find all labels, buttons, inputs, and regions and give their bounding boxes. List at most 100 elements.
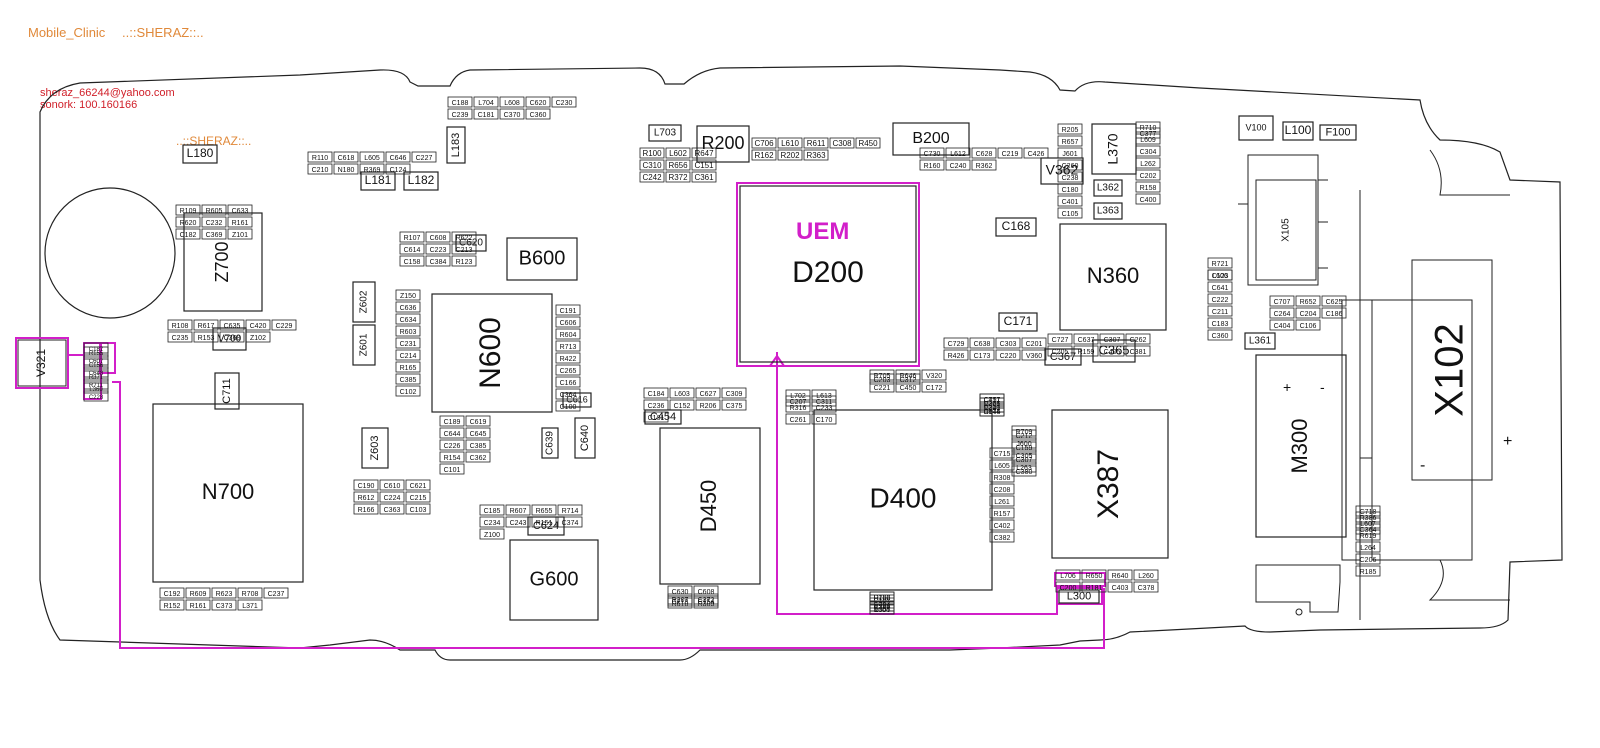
- passive-c159: C159: [1011, 441, 1037, 453]
- passive-label: C312: [900, 377, 917, 384]
- component-label: L181: [365, 173, 392, 187]
- passive-body: [669, 399, 695, 411]
- passive-body: [989, 471, 1015, 483]
- component-l181: L181: [360, 171, 396, 191]
- passive-label: R605: [206, 208, 223, 215]
- passive-c224: C224: [379, 491, 405, 503]
- passive-label: R162: [754, 151, 774, 160]
- passive-label: L604: [874, 607, 890, 614]
- passive-body: [1057, 147, 1083, 159]
- passive-r110: R110: [307, 151, 333, 163]
- passive-body: [245, 331, 271, 343]
- passive-r371: R371: [83, 370, 109, 382]
- passive-r710: R710: [1135, 121, 1161, 133]
- passive-l602: L602: [665, 147, 691, 159]
- passive-label: C238: [1062, 175, 1079, 182]
- passive-label: C621: [410, 483, 427, 490]
- passive-r713: R713: [555, 340, 581, 352]
- component-x105: X105: [1255, 179, 1317, 281]
- passive-label: C400: [1140, 197, 1157, 204]
- passive-l261: L261: [989, 495, 1015, 507]
- passive-body: [811, 401, 837, 413]
- passive-label: C203: [874, 377, 891, 384]
- passive-body: [237, 599, 263, 611]
- passive-label: C402: [994, 523, 1011, 530]
- component-label: Z603: [369, 435, 381, 460]
- passive-c236: C236: [643, 399, 669, 411]
- passive-r100: R100: [639, 147, 665, 159]
- passive-c212: C212: [1011, 429, 1037, 441]
- passive-label: C151: [694, 161, 714, 170]
- passive-label: R161: [232, 220, 249, 227]
- passive-label: C405: [1104, 349, 1121, 356]
- passive-body: [1055, 581, 1081, 593]
- passive-r422: R422: [555, 352, 581, 364]
- passive-label: C382: [994, 535, 1011, 542]
- component-z602: Z602: [352, 281, 376, 323]
- passive-label: C307: [1104, 337, 1121, 344]
- passive-c211: C211: [1207, 305, 1233, 317]
- component-label: C640: [579, 425, 591, 451]
- polarity-sign: -: [1420, 457, 1425, 474]
- passive-c166: C166: [555, 376, 581, 388]
- passive-label: N180: [338, 167, 355, 174]
- passive-r316: R316: [785, 401, 811, 413]
- passive-l262: L262: [1135, 157, 1161, 169]
- passive-label: C303: [1000, 341, 1017, 348]
- passive-label: R386: [1360, 515, 1377, 522]
- passive-label: L702: [790, 393, 806, 400]
- passive-body: [555, 376, 581, 388]
- passive-label: C102: [400, 389, 417, 396]
- component-label: L300: [1067, 590, 1091, 602]
- passive-body: [721, 399, 747, 411]
- passive-l613: L613: [811, 389, 837, 401]
- passive-label: C172: [926, 385, 943, 392]
- buzzer-outline: [44, 187, 176, 319]
- passive-r647: R647: [691, 147, 717, 159]
- passive-body: [979, 397, 1005, 409]
- passive-label: C233: [816, 405, 833, 412]
- passive-body: [555, 388, 581, 400]
- passive-label: R372: [668, 173, 688, 182]
- component-body: [1093, 202, 1123, 220]
- passive-body: [451, 243, 477, 255]
- passive-body: [1355, 529, 1381, 541]
- component-body: [431, 293, 553, 413]
- passive-label: C730: [924, 151, 941, 158]
- passive-c222: C222: [1207, 293, 1233, 305]
- passive-body: [989, 519, 1015, 531]
- passive-r123: R123: [451, 255, 477, 267]
- passive-body: [1055, 569, 1081, 581]
- passive-label: C236: [648, 403, 665, 410]
- passive-c311: C311: [811, 395, 837, 407]
- passive-label: C231: [400, 341, 417, 348]
- passive-label: C372: [698, 597, 715, 604]
- passive-r605: R605: [201, 204, 227, 216]
- passive-r657: R657: [1057, 135, 1083, 147]
- passive-label: C208: [994, 487, 1011, 494]
- component-c367: C367: [1044, 348, 1082, 366]
- passive-body: [969, 337, 995, 349]
- passive-body: [211, 587, 237, 599]
- passive-c706: C706: [751, 137, 777, 149]
- passive-body: [895, 381, 921, 393]
- component-z700: Z700: [183, 212, 263, 312]
- passive-label: C181: [478, 112, 495, 119]
- component-l703: L703: [648, 124, 682, 142]
- passive-label: L371: [242, 603, 258, 610]
- passive-body: [555, 316, 581, 328]
- passive-body: [943, 349, 969, 361]
- passive-c729: C729: [943, 337, 969, 349]
- passive-c214: C214: [395, 349, 421, 361]
- passive-body: [1125, 345, 1151, 357]
- passive-body: [83, 346, 109, 358]
- passive-body: [193, 319, 219, 331]
- passive-l612: L612: [945, 147, 971, 159]
- passive-label: C305: [1016, 453, 1033, 460]
- passive-label: R155: [89, 351, 104, 357]
- component-body: [696, 125, 750, 163]
- passive-body: [1269, 307, 1295, 319]
- passive-r154: R154: [439, 451, 465, 463]
- passive-l371: L371: [237, 599, 263, 611]
- passive-body: [665, 147, 691, 159]
